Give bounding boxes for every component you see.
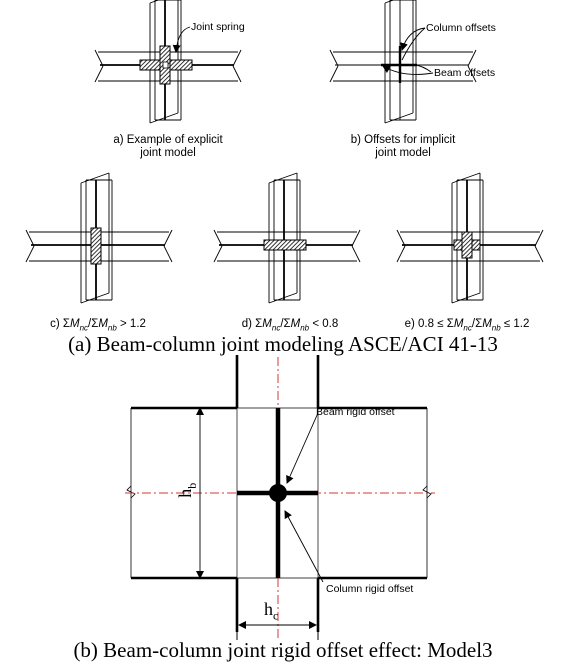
caption-e-slash: / bbox=[471, 318, 476, 330]
diagram-a bbox=[94, 0, 242, 124]
caption-b-line1: b) Offsets for implicit bbox=[350, 134, 456, 146]
diagram-b bbox=[329, 0, 477, 124]
diagram-c bbox=[25, 172, 173, 304]
caption-e-m2: M bbox=[482, 318, 492, 330]
hc-h: h bbox=[264, 599, 273, 619]
caption-e-m: M bbox=[453, 318, 464, 330]
column-offsets-label: Column offsets bbox=[426, 22, 496, 34]
caption-b-line2: joint model bbox=[375, 147, 431, 159]
caption-c-nc: nc bbox=[79, 323, 89, 333]
caption-c-sum: Σ bbox=[62, 318, 70, 330]
caption-d: d) ΣMnc/ΣMnb < 0.8 bbox=[200, 318, 380, 334]
caption-c-nb: nb bbox=[107, 323, 117, 333]
hb-h: h bbox=[175, 488, 196, 498]
joint-spring-label: Joint spring bbox=[191, 21, 245, 33]
caption-a-explicit: a) Example of explicit joint model bbox=[93, 134, 243, 160]
caption-e-nb: nb bbox=[491, 323, 501, 333]
beam-offsets-label: Beam offsets bbox=[434, 67, 496, 79]
hb-dimension-label: hb bbox=[175, 482, 201, 498]
caption-d-sum: Σ bbox=[255, 318, 263, 330]
caption-d-prefix: d) bbox=[241, 318, 256, 330]
caption-c-sum2: Σ bbox=[91, 318, 99, 330]
caption-d-sum2: Σ bbox=[283, 318, 291, 330]
caption-c-slash: / bbox=[88, 318, 92, 330]
caption-d-slash: / bbox=[280, 318, 284, 330]
caption-e: e) 0.8 ≤ ΣMnc/ΣMnb ≤ 1.2 bbox=[372, 318, 562, 334]
hb-sub: b bbox=[184, 482, 199, 489]
column-rigid-offset-label: Column rigid offset bbox=[326, 583, 414, 595]
caption-c: c) ΣMnc/ΣMnb > 1.2 bbox=[8, 318, 188, 334]
caption-c-prefix: c) bbox=[50, 318, 63, 330]
caption-c-suffix: > 1.2 bbox=[116, 318, 146, 330]
diagram-d bbox=[213, 172, 361, 304]
caption-e-prefix: e) 0.8 ≤ bbox=[404, 318, 447, 330]
caption-part-b: (b) Beam-column joint rigid offset effec… bbox=[73, 638, 493, 662]
caption-c-m2: M bbox=[98, 318, 108, 330]
caption-b-implicit: b) Offsets for implicit joint model bbox=[328, 134, 478, 160]
caption-d-nb: nb bbox=[300, 323, 310, 333]
hc-sub: c bbox=[273, 608, 279, 623]
caption-e-sum2: Σ bbox=[475, 318, 483, 330]
rigid-offset-diagram bbox=[125, 355, 435, 640]
caption-d-nc: nc bbox=[271, 323, 281, 333]
caption-a-line1: a) Example of explicit bbox=[113, 134, 223, 146]
hc-dimension-label: hc bbox=[264, 600, 278, 625]
caption-d-m2: M bbox=[290, 318, 301, 330]
beam-rigid-offset-label: Beam rigid offset bbox=[316, 406, 395, 418]
caption-d-m: M bbox=[262, 318, 272, 330]
caption-a-line2: joint model bbox=[140, 147, 196, 159]
caption-c-m: M bbox=[69, 318, 80, 330]
caption-e-suffix: ≤ 1.2 bbox=[500, 318, 530, 330]
diagram-e bbox=[396, 172, 544, 304]
caption-e-nc: nc bbox=[463, 323, 472, 333]
caption-part-a: (a) Beam-column joint modeling ASCE/ACI … bbox=[68, 332, 498, 356]
caption-e-sum: Σ bbox=[446, 318, 454, 330]
caption-d-suffix: < 0.8 bbox=[309, 318, 339, 330]
